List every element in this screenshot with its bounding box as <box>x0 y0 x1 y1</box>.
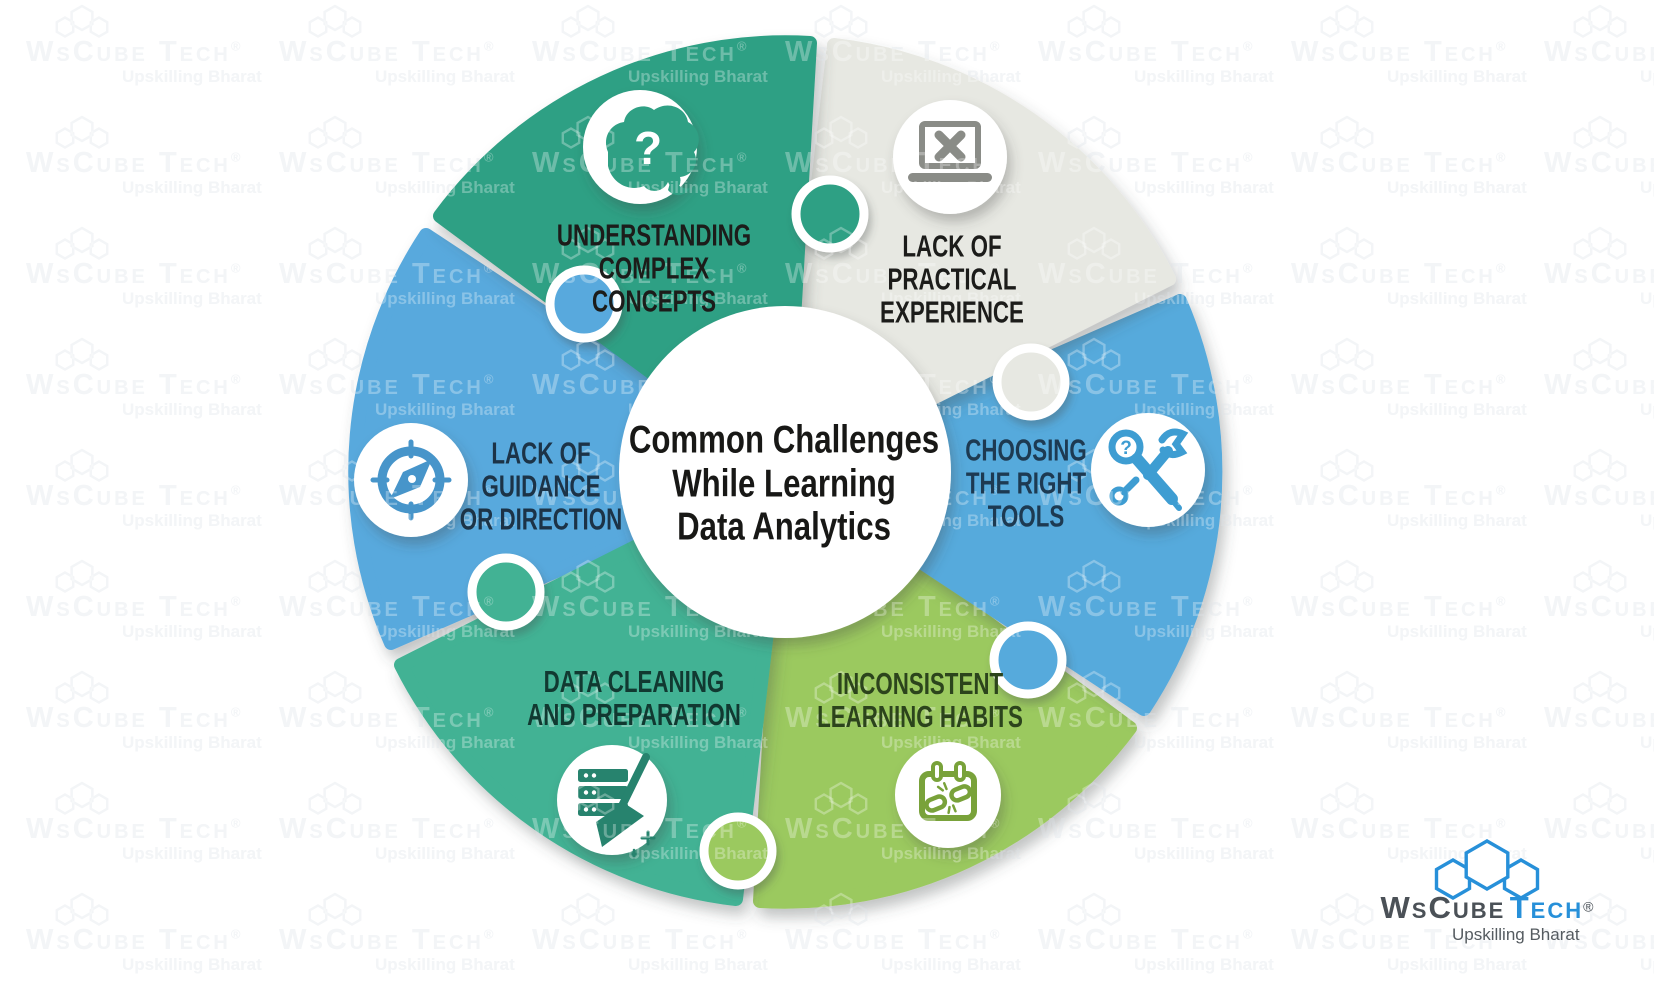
brain-question-icon: ? <box>605 105 699 196</box>
calendar-broken-chain-icon <box>919 761 977 821</box>
knob-green-into-teal <box>699 812 777 890</box>
wscube-logo-tagline: Upskilling Bharat <box>1452 925 1580 944</box>
knob-understanding-into-gray <box>791 175 869 253</box>
laptop-error-icon <box>908 121 992 182</box>
icon-circle-laptop <box>893 100 1007 214</box>
knob-gray-into-blue <box>992 343 1070 421</box>
wscube-hexagons-icon <box>1434 839 1540 900</box>
knob-blueleft-into-teal <box>545 265 623 343</box>
wscube-logo: WsCube Tech® Upskilling Bharat <box>1332 838 1642 945</box>
compass-icon <box>370 439 452 521</box>
center-circle <box>619 306 951 638</box>
knob-teal-into-blueleft <box>467 553 545 631</box>
svg-text:?: ? <box>634 122 662 174</box>
repair-tools-icon: ? <box>1108 428 1189 511</box>
knob-blue-into-green <box>989 621 1067 699</box>
wscube-logo-text: WsCube Tech® <box>1380 890 1594 925</box>
svg-text:?: ? <box>1120 438 1132 459</box>
